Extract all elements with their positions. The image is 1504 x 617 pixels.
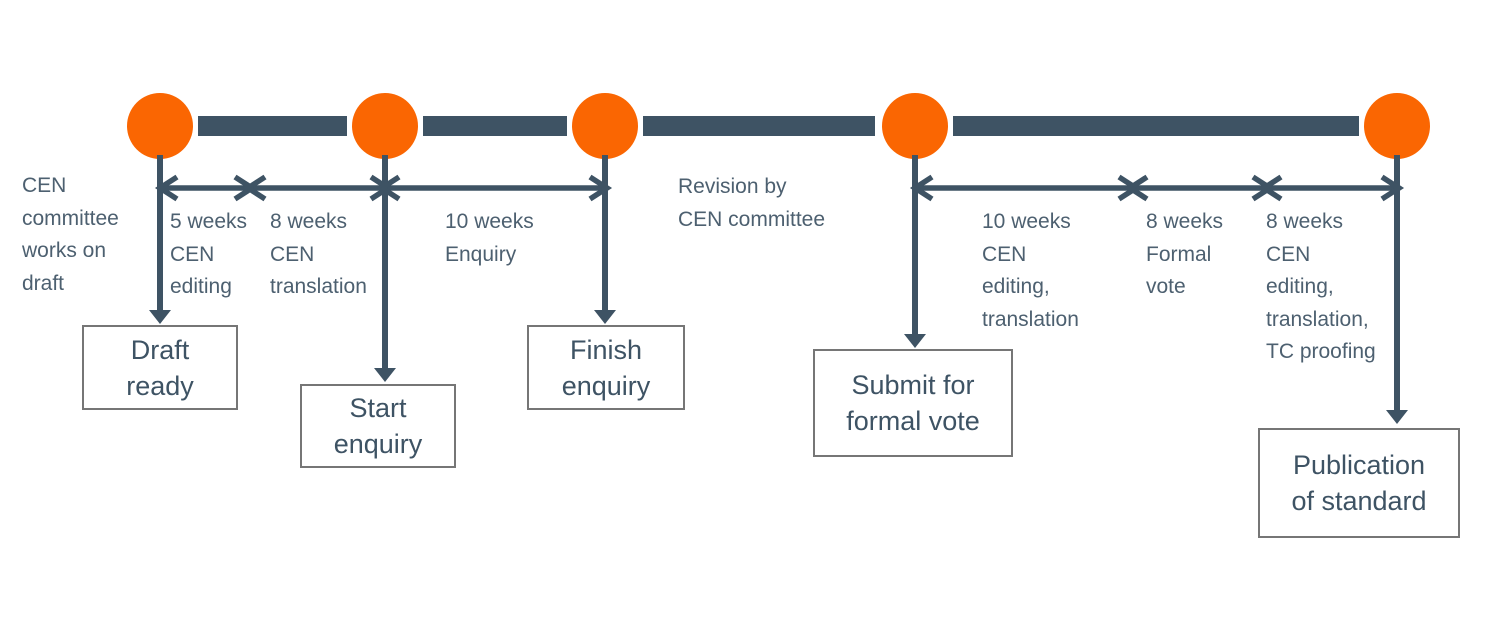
duration-label-formal-vote-8w: 8 weeks Formal vote bbox=[1146, 210, 1224, 298]
timeline-bar bbox=[198, 116, 347, 136]
timeline-bar bbox=[953, 116, 1359, 136]
revision-note: Revision by CEN committee bbox=[678, 175, 826, 231]
duration-arrow-cen-editing-translation-proofing-8w bbox=[1258, 174, 1405, 202]
down-arrow-draft-ready bbox=[149, 155, 171, 324]
duration-label-cen-translation-8w: 8 weeks CEN translation bbox=[270, 210, 367, 298]
duration-arrow-cen-editing-5w bbox=[154, 174, 258, 202]
duration-arrow-cen-translation-8w bbox=[242, 174, 394, 202]
timeline-bar bbox=[643, 116, 875, 136]
milestone-box-start-enquiry: Start enquiry bbox=[300, 384, 456, 468]
milestone-box-finish-enquiry: Finish enquiry bbox=[527, 325, 685, 410]
milestone-dot-finish-enquiry bbox=[572, 93, 638, 159]
duration-label-cen-editing-translation-proofing-8w: 8 weeks CEN editing, translation, TC pro… bbox=[1266, 210, 1376, 363]
milestone-dot-draft-ready bbox=[127, 93, 193, 159]
milestone-dot-start-enquiry bbox=[352, 93, 418, 159]
duration-label-cen-editing-5w: 5 weeks CEN editing bbox=[170, 210, 248, 298]
down-arrow-finish-enquiry bbox=[594, 155, 616, 324]
milestone-box-draft-ready: Draft ready bbox=[82, 325, 238, 410]
down-arrow-publication bbox=[1386, 155, 1408, 424]
milestone-dot-publication bbox=[1364, 93, 1430, 159]
milestone-dot-submit-formal-vote bbox=[882, 93, 948, 159]
milestone-box-submit-formal-vote: Submit for formal vote bbox=[813, 349, 1013, 457]
cen-committee-note: CEN committee works on draft bbox=[22, 174, 119, 295]
duration-arrow-enquiry-10w bbox=[376, 174, 613, 202]
duration-arrow-cen-editing-translation-10w bbox=[909, 174, 1142, 202]
duration-label-cen-editing-translation-10w: 10 weeks CEN editing, translation bbox=[982, 210, 1079, 331]
duration-label-enquiry-10w: 10 weeks Enquiry bbox=[445, 210, 534, 266]
timeline-bar bbox=[423, 116, 567, 136]
duration-arrow-formal-vote-8w bbox=[1124, 174, 1276, 202]
milestone-box-publication-of-standard: Publication of standard bbox=[1258, 428, 1460, 538]
